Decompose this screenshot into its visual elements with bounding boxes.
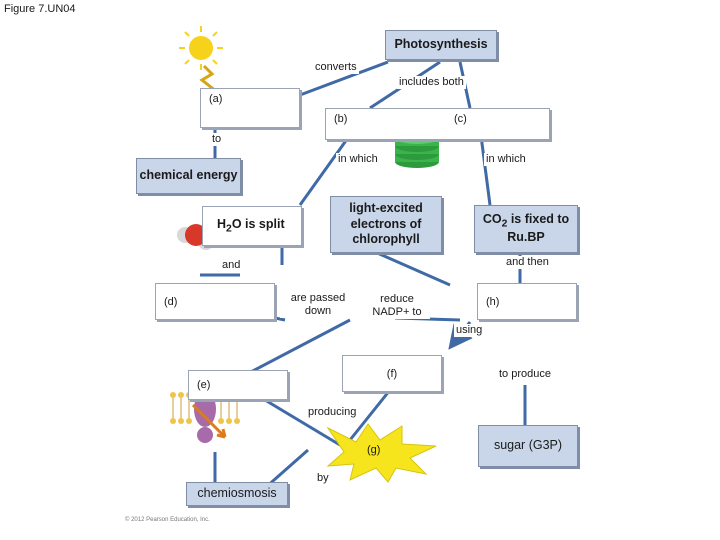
node-sugar: sugar (G3P) — [478, 425, 578, 467]
edge-by: by — [315, 472, 331, 486]
blank-label-e: (e) — [197, 379, 211, 391]
blank-label-a: (a) — [209, 93, 223, 105]
node-h: (h) — [477, 283, 577, 320]
edge-to-produce: to produce — [497, 368, 553, 382]
sun-icon — [179, 26, 223, 106]
edge-in-which-left: in which — [336, 153, 380, 167]
node-chemical-energy: chemical energy — [136, 158, 241, 194]
edge-converts: converts — [313, 61, 359, 75]
blank-label-g: (g) — [367, 444, 381, 456]
node-f: (f) — [342, 355, 442, 392]
node-h2o-split: H2O is split — [202, 206, 302, 246]
node-photosynthesis: Photosynthesis — [385, 30, 497, 60]
co2-fixed-text: CO2 is fixed to Ru.BP — [482, 211, 570, 245]
blank-label-c: (c) — [454, 113, 467, 125]
energy-burst-icon — [326, 423, 437, 483]
node-co2-fixed: CO2 is fixed to Ru.BP — [474, 205, 578, 253]
edge-and: and — [220, 259, 243, 273]
node-chemiosmosis: chemiosmosis — [186, 482, 288, 506]
blank-label-f: (f) — [386, 368, 398, 380]
copyright-notice: © 2012 Pearson Education, Inc. — [125, 517, 210, 523]
edge-producing: producing — [306, 406, 359, 420]
blank-label-h: (h) — [486, 296, 500, 308]
edge-using: using — [454, 324, 485, 338]
blank-label-b: (b) — [334, 113, 348, 125]
blank-label-d: (d) — [164, 296, 178, 308]
figure-label: Figure 7.UN04 — [4, 3, 76, 15]
node-light-excited-electrons: light-excited electrons of chlorophyll — [330, 196, 442, 253]
edge-to: to — [210, 133, 224, 147]
edge-and-then: and then — [504, 256, 551, 270]
edge-in-which-right: in which — [484, 153, 528, 167]
edge-are-passed-down: are passed down — [280, 292, 356, 319]
node-e: (e) — [188, 370, 288, 400]
edge-includes-both: includes both — [397, 76, 466, 90]
edge-reduce-nadp: reduce NADP+ to — [364, 293, 430, 320]
h2o-split-text: H2O is split — [217, 216, 285, 235]
node-a: (a) — [200, 88, 300, 128]
node-b-c: (b) (c) — [325, 108, 550, 140]
node-d: (d) — [155, 283, 275, 320]
